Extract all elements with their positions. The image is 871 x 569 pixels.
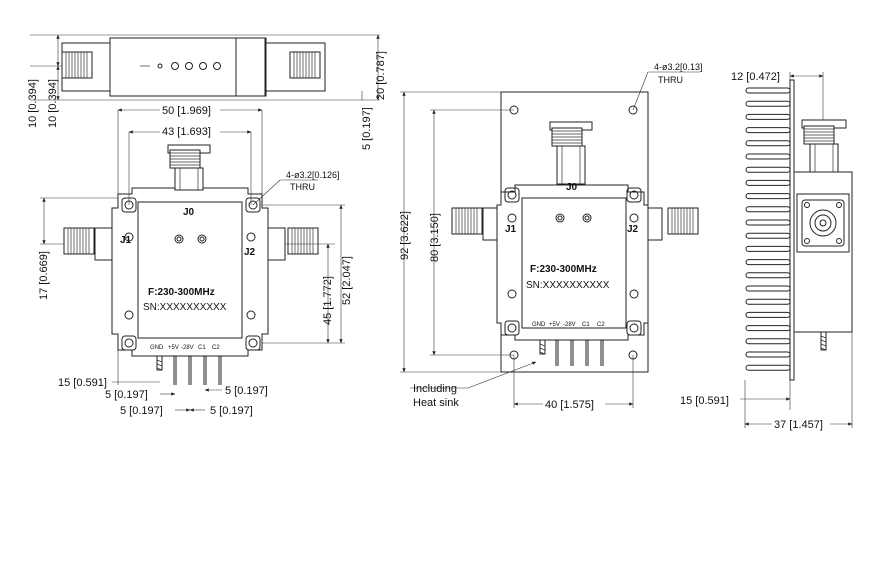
heatsink-fin: [745, 325, 791, 332]
pin-5v-label: +5V: [168, 345, 179, 351]
side-connector-flange: [796, 193, 850, 253]
top-side-view: [61, 37, 326, 97]
dim-5-b: 5 [0.197]: [120, 405, 163, 417]
heatsink-fin: [745, 140, 791, 147]
front-view-dimensions: 50 [1.969] 43 [1.693] 4-ø3.2[0.126] THRU…: [38, 103, 353, 417]
hs-pin-5v-label: +5V: [549, 322, 560, 328]
dim-10-upper: 10 [0.394]: [27, 79, 39, 128]
heatsink-fin: [745, 338, 791, 345]
enclosure-lid: [137, 201, 243, 339]
pin-c1-label: C1: [198, 345, 206, 351]
dim-5-a: 5 [0.197]: [105, 389, 148, 401]
dim-52: 52 [2.047]: [341, 256, 353, 305]
heatsink-fin: [745, 298, 791, 305]
heatsink-base: [789, 79, 795, 381]
dim-80: 80 [3.150]: [429, 213, 441, 262]
frequency-label: F:230-300MHz: [148, 287, 215, 298]
side-dimensions: 12 [0.472] 15 [0.591] 37 [1.457]: [680, 71, 853, 431]
heatsink-fin: [745, 179, 791, 186]
heatsink-enclosure: [496, 184, 649, 341]
dim-5-c: 5 [0.197]: [225, 385, 268, 397]
dim-43: 43 [1.693]: [162, 126, 211, 138]
port-j0-label: J0: [183, 207, 195, 218]
dim-15-side: 15 [0.591]: [680, 395, 729, 407]
top-strip-dimensions: 20 [0.787] 10 [0.394] 10 [0.394] 5 [0.19…: [27, 34, 387, 150]
heatsink-fin: [745, 153, 791, 160]
including-label: Including: [413, 383, 457, 395]
heatsink-dimensions: 4-ø3.2[0.13] THRU 92 [3.622] 80 [3.150] …: [399, 62, 703, 411]
hs-frequency-label: F:230-300MHz: [530, 264, 597, 275]
heatsink-fin: [745, 193, 791, 200]
heatsink-fin: [745, 206, 791, 213]
heat-sink-label: Heat sink: [413, 397, 459, 409]
serial-label: SN:XXXXXXXXXX: [143, 302, 227, 313]
heatsink-fin: [745, 364, 791, 371]
pin-28v-label: -28V: [181, 345, 194, 351]
dim-5-top: 5 [0.197]: [361, 107, 373, 150]
heatsink-fin: [745, 87, 791, 94]
hs-pin-c2-label: C2: [597, 322, 605, 328]
heatsink-fin: [745, 272, 791, 279]
port-j1-label: J1: [120, 235, 132, 246]
heatsink-fin: [745, 113, 791, 120]
heatsink-fin: [745, 259, 791, 266]
dim-5-d: 5 [0.197]: [210, 405, 253, 417]
dim-20: 20 [0.787]: [375, 51, 387, 100]
dim-17: 17 [0.669]: [38, 251, 50, 300]
heatsink-fin: [745, 219, 791, 226]
dim-45: 45 [1.772]: [322, 276, 334, 325]
holes-thru-front: THRU: [290, 182, 315, 192]
heatsink-fin: [745, 351, 791, 358]
port-j2-label: J2: [244, 247, 256, 258]
heatsink-front-view: J0 J1 J2 F:230-300MHz SN:XXXXXXXXXX GND …: [451, 91, 699, 373]
j0-connector: [174, 167, 204, 191]
pin-c2-label: C2: [212, 345, 220, 351]
heatsink-fin: [745, 100, 791, 107]
dim-40: 40 [1.575]: [545, 399, 594, 411]
dim-50: 50 [1.969]: [162, 105, 211, 117]
hs-pin-c1-label: C1: [582, 322, 590, 328]
hs-pin-gnd-label: GND: [532, 322, 546, 328]
dim-92: 92 [3.622]: [399, 211, 411, 260]
heatsink-fin: [745, 127, 791, 134]
enclosure-side-profile: [109, 37, 266, 97]
heatsink-fin: [745, 311, 791, 318]
heatsink-fins: [745, 87, 791, 371]
dim-15-front: 15 [0.591]: [58, 377, 107, 389]
front-view: J0 J1 J2 F:230-300MHz SN:XXXXXXXXXX GND …: [63, 144, 319, 385]
holes-note-front: 4-ø3.2[0.126]: [286, 170, 340, 180]
hs-holes-thru: THRU: [658, 75, 683, 85]
dim-12: 12 [0.472]: [731, 71, 780, 83]
heatsink-fin: [745, 166, 791, 173]
dim-37: 37 [1.457]: [774, 419, 823, 431]
hs-port-j1-label: J1: [505, 224, 517, 235]
hs-port-j2-label: J2: [627, 224, 639, 235]
hs-holes-note: 4-ø3.2[0.13]: [654, 62, 703, 72]
dim-10-lower: 10 [0.394]: [47, 79, 59, 128]
hs-port-j0-label: J0: [566, 182, 578, 193]
pin-gnd-label: GND: [150, 345, 164, 351]
hs-serial-label: SN:XXXXXXXXXX: [526, 280, 610, 291]
enclosure-outline: [111, 187, 269, 357]
heatsink-fin: [745, 285, 791, 292]
heatsink-fin: [745, 245, 791, 252]
heatsink-fin: [745, 232, 791, 239]
side-view: [745, 79, 853, 381]
hs-pin-28v-label: -28V: [563, 322, 576, 328]
